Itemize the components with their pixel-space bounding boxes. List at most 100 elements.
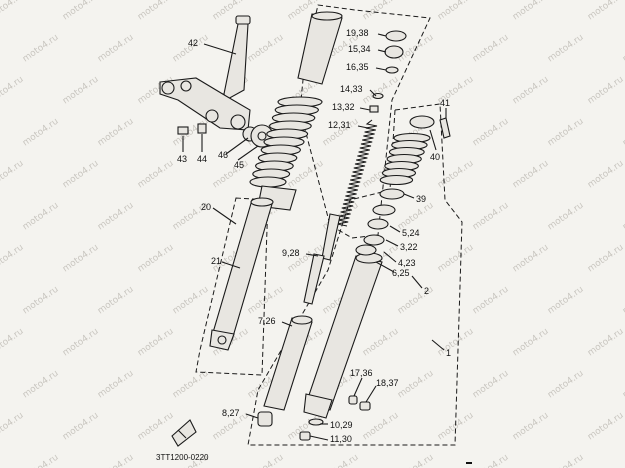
callout-1: 1 (446, 348, 451, 358)
bellows-fold (379, 174, 414, 186)
steering-stem (159, 15, 251, 131)
reference-tool-graphic (171, 419, 197, 447)
watermark-text: moto4.ru (61, 243, 101, 275)
watermark-text: moto4.ru (471, 117, 511, 149)
watermark-text: moto4.ru (96, 117, 136, 149)
callout-16-35: 16,35 (346, 62, 369, 72)
watermark-text: moto4.ru (546, 201, 586, 233)
outer-tube-left (209, 197, 274, 351)
fork-spring (336, 119, 378, 227)
callout-17-36: 17,36 (350, 368, 373, 378)
watermark-text: moto4.ru (511, 75, 551, 107)
damper-rod (303, 213, 341, 305)
watermark-text: moto4.ru (546, 285, 586, 317)
watermark-text: moto4.ru (436, 0, 476, 22)
diagram-code: 3TT1200-0220 (156, 453, 209, 462)
spacer-13-32 (369, 105, 379, 113)
watermark-text: moto4.ru (586, 243, 625, 275)
watermark-text: moto4.ru (21, 453, 61, 468)
watermark-text: moto4.ru (621, 369, 625, 401)
watermark-text: moto4.ru (96, 369, 136, 401)
bolt-17-36 (348, 395, 358, 405)
oil-seal-40 (409, 115, 435, 129)
ring-5-24 (372, 204, 396, 216)
watermark-text: moto4.ru (471, 201, 511, 233)
watermark-text: moto4.ru (621, 201, 625, 233)
callout-19-38: 19,38 (346, 28, 369, 38)
watermark-text: moto4.ru (0, 327, 26, 359)
piece-8-27 (257, 411, 273, 427)
spring-coil (336, 119, 378, 227)
watermark-text: moto4.ru (171, 285, 211, 317)
watermark-text: moto4.ru (586, 327, 625, 359)
bolt-11-30 (299, 431, 311, 441)
fork-boot-right (379, 132, 431, 186)
watermark-text: moto4.ru (436, 159, 476, 191)
group-box-main-fork (247, 103, 463, 446)
watermark-text: moto4.ru (96, 201, 136, 233)
corner-mark (466, 462, 472, 464)
watermark-text: moto4.ru (621, 453, 625, 468)
watermark-text: moto4.ru (61, 327, 101, 359)
watermark-text: moto4.ru (136, 243, 176, 275)
watermark-text: moto4.ru (396, 453, 436, 468)
watermark-text: moto4.ru (61, 75, 101, 107)
outer-tube-right (303, 252, 383, 419)
cylinder-7-26 (263, 315, 313, 411)
watermark-text: moto4.ru (136, 411, 176, 443)
ring-4-23 (363, 234, 385, 246)
watermark-text: moto4.ru (136, 327, 176, 359)
watermark-text: moto4.ru (471, 33, 511, 65)
watermark-text: moto4.ru (246, 453, 286, 468)
watermark-text: moto4.ru (511, 327, 551, 359)
watermark-text: moto4.ru (246, 285, 286, 317)
watermark-text: moto4.ru (136, 0, 176, 22)
callout-7-26: 7,26 (258, 316, 276, 326)
callout-labels: 42 43 44 45 46 20 21 9,28 7,26 8,27 19,3… (156, 28, 451, 462)
watermark-text: moto4.ru (511, 243, 551, 275)
callout-44: 44 (197, 154, 207, 164)
leader-lines (182, 33, 447, 441)
washer-10-29 (308, 418, 324, 426)
watermark-text: moto4.ru (361, 411, 401, 443)
callout-13-32: 13,32 (332, 102, 355, 112)
watermark-text: moto4.ru (21, 201, 61, 233)
screw-18-37 (359, 401, 371, 411)
watermark-text: moto4.ru (0, 243, 26, 275)
callout-20: 20 (201, 202, 211, 212)
watermark-text: moto4.ru (396, 285, 436, 317)
callout-42: 42 (188, 38, 198, 48)
bolt-41 (439, 117, 451, 139)
callout-15-34: 15,34 (348, 44, 371, 54)
watermark-text: moto4.ru (546, 453, 586, 468)
callout-18-37: 18,37 (376, 378, 399, 388)
watermark-text: moto4.ru (61, 159, 101, 191)
clip-16-35 (385, 66, 399, 74)
watermark-text: moto4.ru (246, 33, 286, 65)
callout-14-33: 14,33 (340, 84, 363, 94)
fork-boot-bellows (249, 96, 323, 211)
watermark-text: moto4.ru (436, 243, 476, 275)
watermark-text: moto4.ru (361, 75, 401, 107)
watermark-text: moto4.ru (471, 369, 511, 401)
watermark-text: moto4.ru (61, 411, 101, 443)
watermark-text: moto4.ru (96, 33, 136, 65)
callout-41: 41 (440, 98, 450, 108)
watermark-text: moto4.ru (21, 33, 61, 65)
bellows-fold (249, 176, 287, 188)
callout-5-24: 5,24 (402, 228, 420, 238)
watermark-text: moto4.ru (396, 369, 436, 401)
watermark-text: moto4.ru (0, 411, 26, 443)
ring-15-34 (384, 45, 404, 59)
bolt-43 (177, 126, 189, 135)
watermark-text: moto4.ru (171, 369, 211, 401)
watermark-text: moto4.ru (511, 159, 551, 191)
watermark-text: moto4.ru (511, 411, 551, 443)
cap-19-38 (385, 30, 407, 42)
watermark-text: moto4.ru (21, 285, 61, 317)
callout-43: 43 (177, 154, 187, 164)
watermark-text: moto4.ru (621, 117, 625, 149)
watermark-text: moto4.ru (436, 327, 476, 359)
callout-3-22: 3,22 (400, 242, 418, 252)
